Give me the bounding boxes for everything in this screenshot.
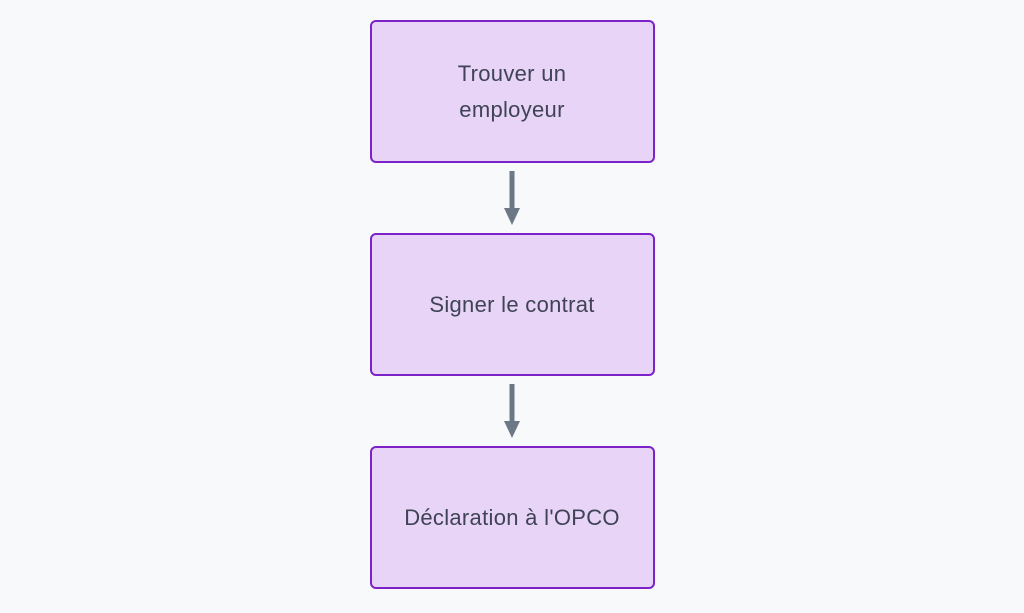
flow-node-declaration-opco: Déclaration à l'OPCO — [369, 446, 655, 589]
edge-arrow-1-to-2 — [501, 163, 523, 233]
down-arrow-icon — [504, 384, 520, 438]
node-label: Trouver un employeur — [457, 60, 567, 122]
edge-arrow-2-to-3 — [501, 376, 523, 446]
node-label: Déclaration à l'OPCO — [404, 504, 620, 530]
flow-node-signer-contrat: Signer le contrat — [369, 233, 655, 376]
flow-node-trouver-employeur: Trouver un employeur — [369, 20, 655, 163]
down-arrow-icon — [504, 171, 520, 225]
node-label: Signer le contrat — [429, 291, 595, 317]
